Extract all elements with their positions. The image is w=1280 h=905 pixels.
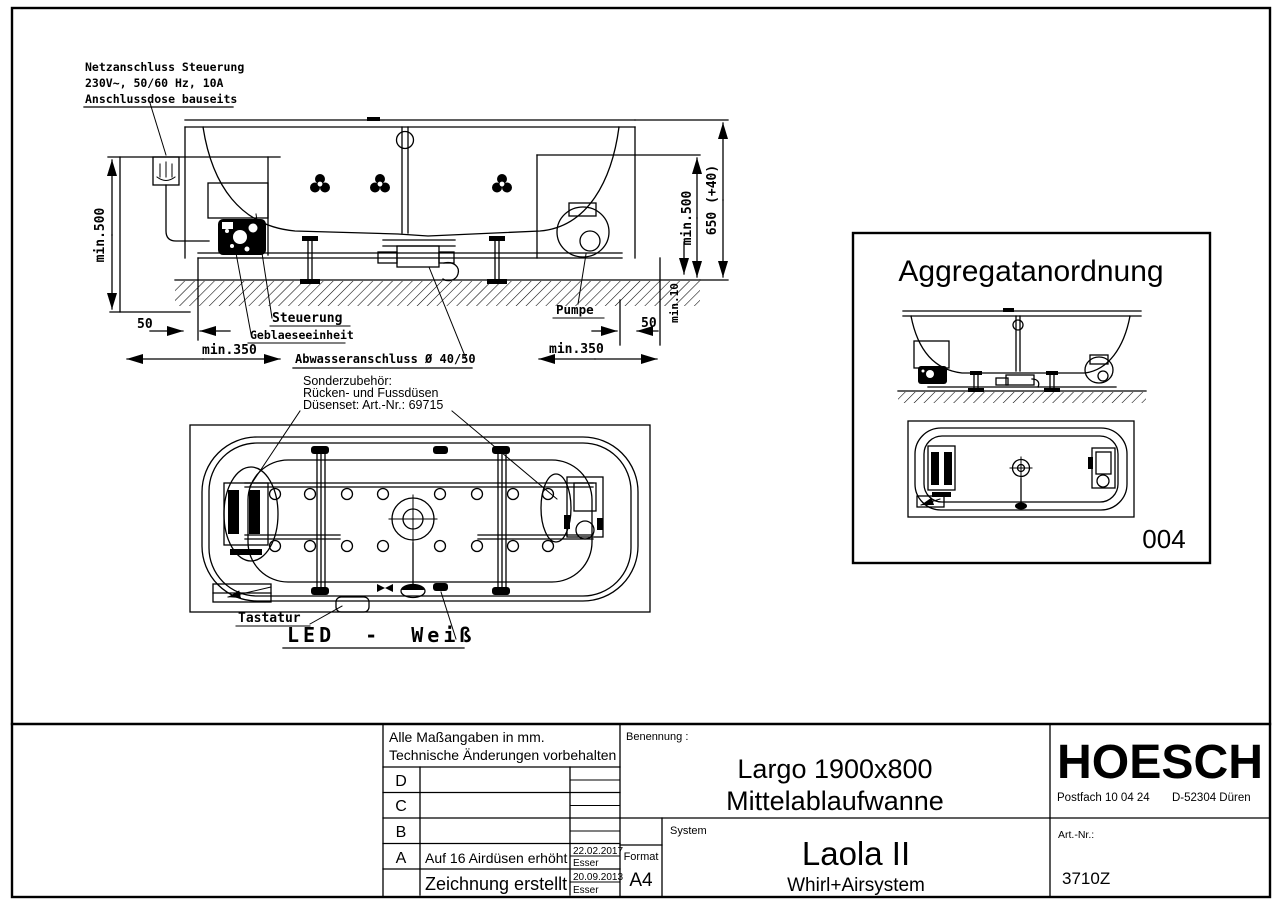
power-cable [165, 184, 210, 242]
dim-min10: min.10 [668, 283, 681, 323]
jet-icon [310, 174, 330, 193]
sheet-border [10, 6, 1272, 899]
ground-hatch [175, 281, 700, 306]
power-note-line2: 230V~, 50/60 Hz, 10A [85, 76, 224, 90]
brand-logo: HOESCH [1057, 736, 1263, 789]
title-block: Alle Maßangaben in mm. Technische Änderu… [10, 722, 1272, 898]
jet-icon [370, 174, 390, 193]
aggregat-panel: Aggregatanordnung [851, 231, 1212, 565]
power-note-line1: Netzanschluss Steuerung [85, 60, 244, 74]
dim-650: 650 (+40) [705, 165, 720, 235]
system-label: System [670, 825, 707, 837]
label-tastatur: Tastatur [238, 611, 301, 626]
control-box [207, 182, 269, 219]
created-name: Esser [573, 885, 599, 896]
plan-view: Tastatur LED - Weiß [189, 424, 651, 649]
dim-min350-left: min.350 [202, 343, 257, 358]
jet-icon [492, 174, 512, 193]
aggregat-code: 004 [1142, 524, 1185, 554]
dimension-lines [106, 122, 729, 365]
dim-50-left: 50 [137, 317, 153, 332]
aggregat-plan [907, 420, 1135, 518]
artnr-label: Art.-Nr.: [1058, 829, 1094, 841]
rev-a-date: 22.02.2017 [573, 846, 623, 857]
pump-unit [556, 202, 610, 258]
accessory-note-line2: Rücken- und Fussdüsen [303, 386, 439, 400]
benennung-line2: Mittelablaufwanne [726, 786, 944, 816]
rev-letter-b: B [396, 824, 407, 841]
tolerance-note-line2: Technische Änderungen vorbehalten [389, 747, 616, 763]
rev-a-text: Auf 16 Airdüsen erhöht [425, 850, 568, 866]
section-view: Netzanschluss Steuerung 230V~, 50/60 Hz,… [83, 60, 729, 500]
centre-drain [388, 494, 438, 599]
keyboard-box [212, 583, 272, 603]
rev-letter-a: A [396, 850, 407, 867]
system-subtitle: Whirl+Airsystem [787, 875, 925, 896]
brand-address-left: Postfach 10 04 24 [1057, 792, 1150, 804]
label-steuerung: Steuerung [272, 311, 342, 326]
led-marker [433, 583, 448, 591]
blower-unit [218, 219, 266, 255]
brand-address-right: D-52304 Düren [1172, 792, 1251, 804]
label-pumpe: Pumpe [556, 302, 594, 317]
artnr-value: 3710Z [1062, 869, 1110, 888]
blower-plan [223, 466, 279, 562]
aggregat-title: Aggregatanordnung [898, 255, 1163, 288]
dim-50-right: 50 [641, 316, 657, 331]
keypad [335, 596, 370, 613]
dim-min500-right: min.500 [680, 190, 695, 245]
rev-letter-d: D [395, 773, 407, 790]
pump-plan [540, 473, 604, 543]
accessory-note-line1: Sonderzubehör: [303, 374, 392, 388]
format-value: A4 [629, 870, 653, 891]
label-geblaeseeinheit: Geblaeseeinheit [250, 328, 354, 342]
tolerance-note-line1: Alle Maßangaben in mm. [389, 729, 545, 745]
format-label: Format [624, 851, 659, 863]
rev-letter-c: C [395, 798, 407, 815]
dim-min350-right: min.350 [549, 342, 604, 357]
dim-min500-left: min.500 [93, 207, 108, 262]
created-date: 20.09.2013 [573, 872, 623, 883]
accessory-note-line3: Düsenset: Art.-Nr.: 69715 [303, 398, 443, 412]
system-name: Laola II [802, 835, 910, 872]
benennung-line1: Largo 1900x800 [737, 754, 932, 784]
aggregat-section [897, 308, 1147, 403]
power-note-line3: Anschlussdose bauseits [85, 92, 237, 106]
created-text: Zeichnung erstellt [425, 874, 567, 894]
benennung-label: Benennung : [626, 731, 688, 743]
rev-a-name: Esser [573, 858, 599, 869]
label-abwasseranschluss: Abwasseranschluss Ø 40/50 [295, 352, 476, 366]
label-led: LED - Weiß [287, 623, 475, 647]
air-nozzles [268, 487, 555, 553]
